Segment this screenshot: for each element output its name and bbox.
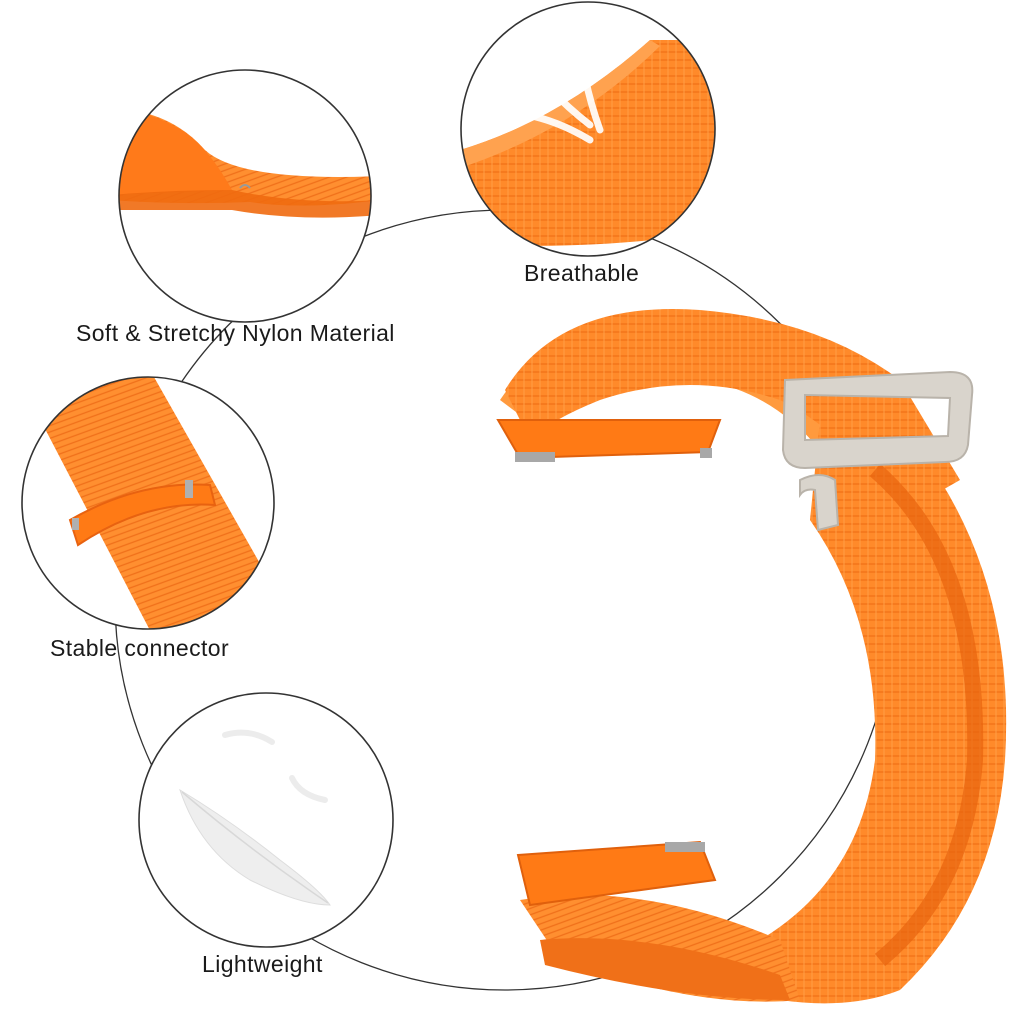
bottom-connector (516, 840, 717, 907)
soft-circle-border (118, 69, 372, 323)
breathable-circle-border (460, 1, 716, 257)
connector-circle-border (21, 376, 275, 630)
soft-nylon-closeup (118, 69, 372, 323)
lightweight-circle-border (138, 692, 394, 948)
breathable-closeup (460, 1, 716, 257)
feature-label-soft: Soft & Stretchy Nylon Material (76, 320, 395, 346)
feature-label-breathable: Breathable (524, 260, 640, 286)
feather-icon (179, 729, 331, 906)
watch-band-loop-icon (496, 309, 1007, 1004)
airflow-arrows-icon (486, 24, 604, 144)
lightweight-closeup (138, 692, 394, 948)
spring-bar-connector-icon (68, 480, 217, 547)
feature-label-lightweight: Lightweight (202, 951, 323, 977)
connector-closeup (21, 376, 275, 630)
feature-label-connector: Stable connector (50, 635, 230, 661)
buckle-hook (781, 370, 974, 532)
